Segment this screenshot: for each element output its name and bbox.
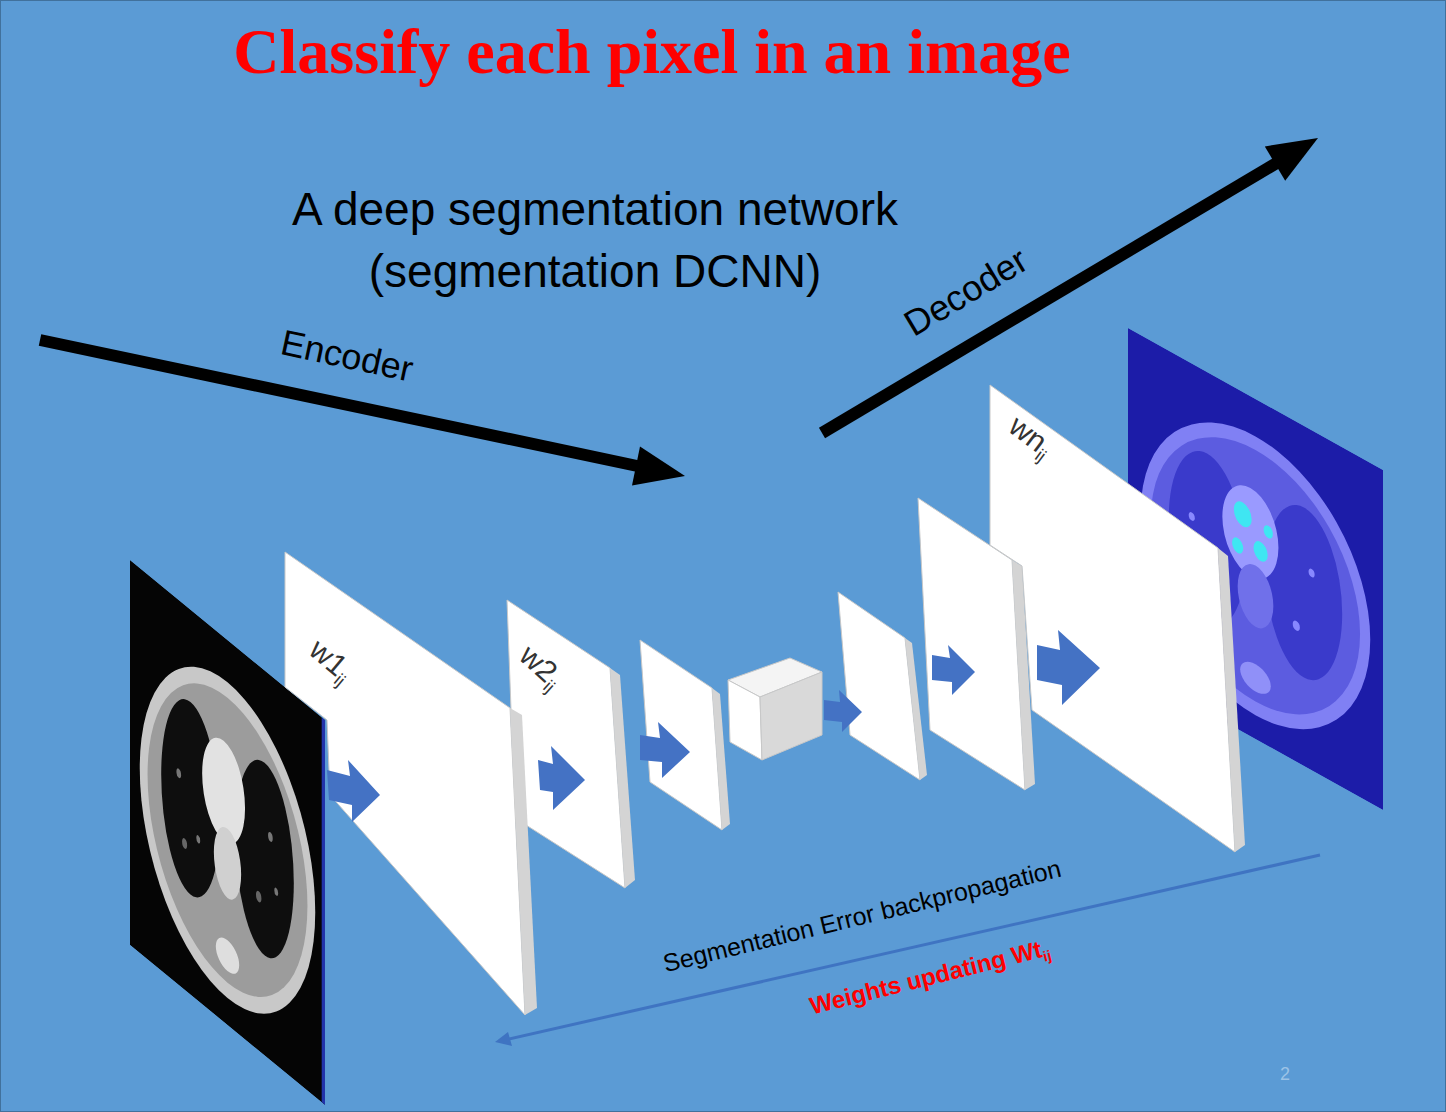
title: Classify each pixel in an image [0,14,1304,90]
layer-slab-side [712,688,730,830]
layer-slab-node: w1ij [280,545,542,1020]
layer-slab-side [610,668,635,888]
flow-arrow [327,760,380,822]
layer-slab-shape [280,545,542,1020]
bottleneck-cube [728,680,762,760]
layer-slab-side [1218,548,1245,852]
bottleneck-cube [760,672,822,760]
decoder-arrowhead [1265,138,1318,181]
flow-arrow [824,690,862,732]
layer-slab [990,385,1235,852]
page-number: 2 [1270,1064,1300,1085]
layer-slab [838,592,920,780]
layer-slab-node: wnij [985,380,1250,858]
encoder-arrowhead [632,446,685,485]
flow-arrow [640,722,690,778]
flow-arrow [932,645,975,695]
layer-slab [285,552,525,1015]
network-caption: A deep segmentation network (segmentatio… [245,178,945,302]
flow-arrow [1037,630,1100,705]
backprop-arrowhead [495,1032,512,1046]
flow-arrow [538,746,585,810]
layer-slab-side [510,708,537,1015]
layer-slab [640,640,722,830]
layer-slab-side [905,638,927,780]
